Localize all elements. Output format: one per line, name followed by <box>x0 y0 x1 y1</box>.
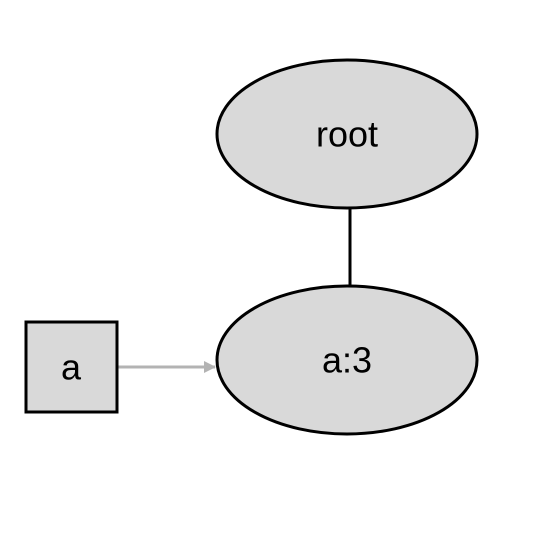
node-root: root <box>215 58 479 210</box>
node-child-label: a:3 <box>322 340 372 381</box>
node-child-shape <box>215 284 479 436</box>
node-root-shape <box>215 58 479 210</box>
node-pointer-label: a <box>61 347 82 388</box>
node-pointer-shape <box>24 320 119 414</box>
node-child: a:3 <box>215 284 479 436</box>
node-root-label: root <box>316 114 378 155</box>
node-pointer: a <box>24 320 119 414</box>
